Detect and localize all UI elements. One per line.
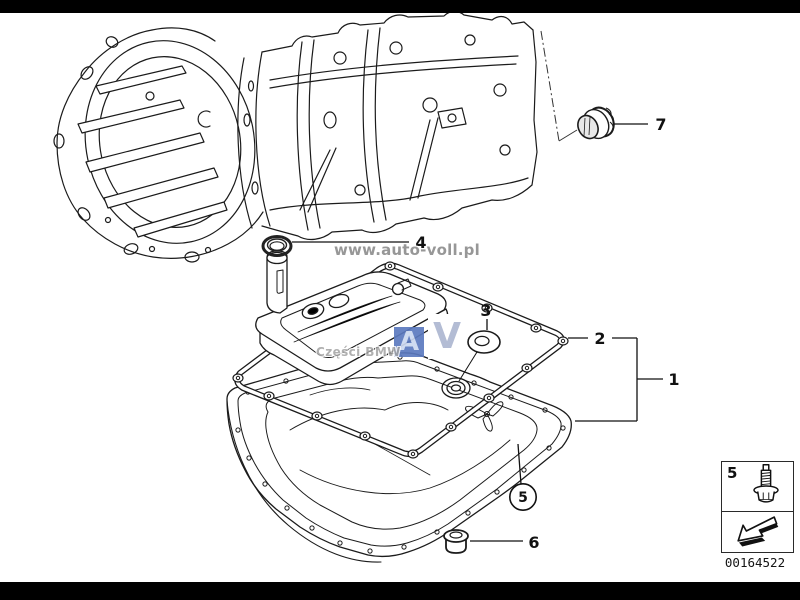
bottom-black-bar [0, 582, 800, 600]
sealing-washer-drawing [467, 330, 501, 354]
callout-6: 6 [528, 533, 539, 552]
top-black-bar [0, 0, 800, 13]
watermark-url: www.auto-voll.pl [334, 241, 480, 259]
drain-boss-drawing [441, 377, 471, 399]
watermark-logo-v-square: V [428, 314, 466, 359]
callout-1: 1 [668, 370, 679, 389]
transmission-housing-drawing [53, 10, 538, 263]
callout-4: 4 [415, 233, 426, 252]
callout-2: 2 [594, 329, 605, 348]
filter-seal-drawing [261, 235, 293, 257]
legend-direction-cell [722, 512, 793, 550]
callout-5: 5 [518, 490, 528, 506]
callout-5-circled: 5 [508, 482, 537, 511]
watermark-logo-a-square: A [394, 327, 424, 357]
install-direction-arrow-icon [737, 516, 779, 547]
watermark-brand: Części BMW [316, 345, 401, 359]
hex-flange-screw-icon [753, 464, 779, 503]
callout-3: 3 [480, 301, 491, 320]
part-number: 00164522 [724, 555, 786, 570]
gasket-drawing [232, 261, 569, 459]
bracket-1 [575, 338, 663, 422]
leader-3-to-boss [458, 351, 478, 382]
legend-box: 5 [721, 461, 794, 553]
legend-item-number: 5 [727, 464, 738, 482]
oil-pan-drawing [226, 352, 572, 563]
callout-7: 7 [655, 115, 666, 134]
legend-screw-cell: 5 [722, 462, 793, 512]
leader-lines [292, 123, 663, 542]
fill-plug-drawing [540, 30, 615, 142]
leader-5 [517, 443, 522, 485]
drain-plug-drawing [443, 529, 469, 554]
